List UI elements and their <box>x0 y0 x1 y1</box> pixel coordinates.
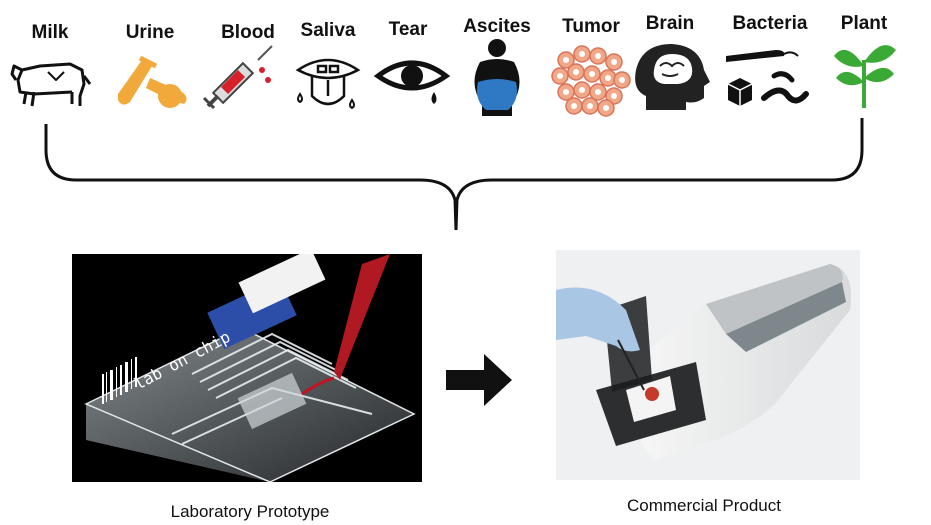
commercial-product-photo <box>556 250 860 480</box>
test-tube-icon <box>118 55 187 108</box>
plant-icon <box>834 45 896 108</box>
eye-icon <box>373 60 451 104</box>
tumor-cell-nucleus <box>557 73 563 79</box>
label-tear: Tear <box>388 19 428 40</box>
label-urine: Urine <box>125 22 175 43</box>
tumor-cell-nucleus <box>587 103 593 109</box>
syringe-icon <box>202 45 273 110</box>
tumor-cell-nucleus <box>573 69 579 75</box>
tumor-cell-nucleus <box>595 89 601 95</box>
tumor-cell-nucleus <box>603 105 609 111</box>
label-ascites: Ascites <box>463 16 531 37</box>
label-blood: Blood <box>221 22 275 43</box>
tumor-cell-nucleus <box>605 75 611 81</box>
label-plant: Plant <box>840 13 888 34</box>
tumor-cell-nucleus <box>619 77 625 83</box>
ascites-person-icon <box>474 39 520 116</box>
label-saliva: Saliva <box>300 20 356 41</box>
right-arrow-icon <box>446 354 512 406</box>
label-milk: Milk <box>31 22 69 43</box>
tumor-cell-nucleus <box>589 71 595 77</box>
tumor-cell-nucleus <box>611 93 617 99</box>
brain-head-icon <box>635 44 710 110</box>
tumor-cell-nucleus <box>563 57 569 63</box>
tumor-cell-nucleus <box>579 51 585 57</box>
tumor-cell-nucleus <box>571 103 577 109</box>
caption-prototype: Laboratory Prototype <box>170 502 330 521</box>
curly-brace <box>44 118 864 231</box>
label-tumor: Tumor <box>562 16 620 37</box>
label-brain: Brain <box>645 13 695 34</box>
tumor-cell-nucleus <box>563 89 569 95</box>
tumor-cell-nucleus <box>579 87 585 93</box>
lab-prototype-photo: lab on chip <box>72 254 422 482</box>
tumor-cells-icon <box>551 45 631 117</box>
tongue-icon <box>295 58 361 110</box>
tumor-cell-nucleus <box>611 59 617 65</box>
bacteria-icon <box>726 50 809 106</box>
label-bacteria: Bacteria <box>732 13 808 34</box>
caption-product: Commercial Product <box>627 496 781 515</box>
cow-icon <box>10 62 92 107</box>
tumor-cell-nucleus <box>595 53 601 59</box>
